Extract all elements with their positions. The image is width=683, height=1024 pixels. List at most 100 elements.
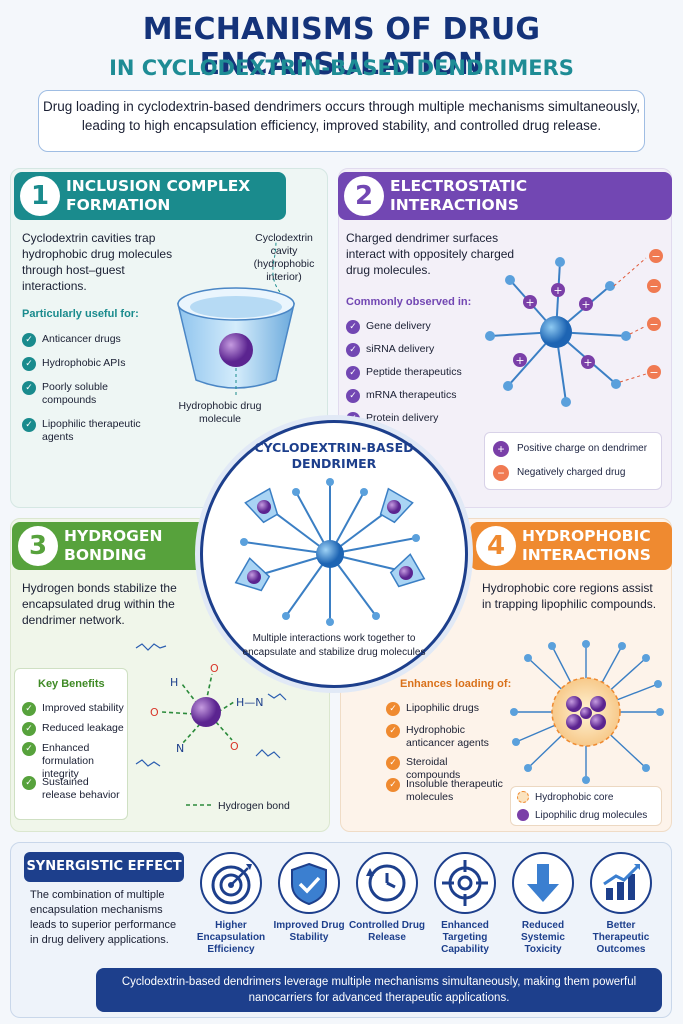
svg-text:−: − [649, 318, 658, 331]
hydrophobic-core-icon [510, 640, 664, 784]
plus-icon: + [493, 441, 509, 457]
bar-chart-icon [590, 852, 652, 914]
drug-swatch-icon [517, 809, 529, 821]
core-swatch-icon [517, 791, 529, 803]
panel2-item: ✓siRNA delivery [346, 343, 476, 357]
hn-atom-label: H—N [236, 696, 264, 709]
crosshair-icon [434, 852, 496, 914]
panel4-item: ✓Steroidal compounds [386, 756, 504, 782]
panel1-title-line2: FORMATION [66, 196, 171, 214]
hydrogen-bond-legend-line [186, 804, 212, 806]
svg-text:−: − [649, 280, 658, 293]
panel2-item: ✓mRNA therapeutics [346, 389, 476, 403]
hydrogen-bond-icon: H O H—N O N O [135, 639, 287, 767]
benefit-label: Improved Drug Stability [273, 920, 345, 943]
svg-text:+: + [553, 284, 562, 297]
page-title: MECHANISMS OF DRUG ENCAPSULATION [142, 12, 541, 82]
target-icon [200, 852, 262, 914]
panel2-title-line2: INTERACTIONS [390, 196, 519, 214]
svg-text:+: + [525, 296, 534, 309]
benefit-label: Better Therapeutic Outcomes [592, 920, 650, 955]
o-atom-label: O [230, 740, 239, 753]
panel4-item: ✓Insoluble therapeutic molecules [386, 778, 504, 804]
panel1-title-line1: INCLUSION COMPLEX [66, 177, 251, 195]
panel3-subheading: Key Benefits [38, 678, 105, 690]
panel4-title-line1: HYDROPHOBIC [522, 527, 651, 545]
check-icon: ✓ [22, 357, 36, 371]
hydrophobic-legend: Hydrophobic core Lipophilic drug molecul… [510, 786, 662, 826]
check-icon: ✓ [22, 722, 36, 736]
check-icon: ✓ [22, 418, 36, 432]
h-atom-label: H [170, 676, 178, 689]
panel3-item: ✓Improved stability [22, 702, 126, 716]
legend-negative: Negatively charged drug [517, 467, 626, 478]
center-dendrimer-circle [200, 420, 468, 688]
check-icon: ✓ [386, 702, 400, 716]
n-atom-label: N [176, 742, 184, 755]
check-icon: ✓ [386, 756, 400, 770]
svg-text:−: − [649, 366, 658, 379]
panel2-item: ✓Gene delivery [346, 320, 476, 334]
synergy-header: SYNERGISTIC EFFECT [24, 852, 184, 882]
shield-check-icon [278, 852, 340, 914]
panel4-number: 4 [476, 526, 516, 566]
check-icon: ✓ [346, 343, 360, 357]
panel2-subheading: Commonly observed in: [346, 296, 472, 308]
check-icon: ✓ [22, 381, 36, 395]
panel2-number: 2 [344, 176, 384, 216]
dendrimer-illustration-icon [234, 478, 426, 626]
panel3-item: ✓Sustained release behavior [22, 776, 126, 802]
cyclodextrin-cup-icon [177, 240, 295, 398]
electrostatic-legend: + Positive charge on dendrimer − Negativ… [484, 432, 662, 490]
panel4-body: Hydrophobic core regions assist in trapp… [482, 581, 657, 611]
hydrogen-bond-legend: Hydrogen bond [218, 800, 290, 812]
panel3-title-line1: HYDROGEN [64, 527, 163, 545]
center-caption: Multiple interactions work together to e… [242, 633, 426, 658]
check-icon: ✓ [386, 724, 400, 738]
panel2-title-line1: ELECTROSTATIC [390, 177, 528, 195]
benefit-label: Reduced Systemic Toxicity [521, 920, 565, 955]
panel1-number: 1 [20, 176, 60, 216]
check-icon: ✓ [22, 776, 36, 790]
check-icon: ✓ [22, 702, 36, 716]
synergy-text: The combination of multiple encapsulatio… [30, 889, 177, 946]
panel2-item: ✓Peptide therapeutics [346, 366, 476, 380]
benefit-label: Enhanced Targeting Capability [441, 920, 489, 955]
panel3-item: ✓Enhanced formulation integrity [22, 742, 126, 781]
legend-core: Hydrophobic core [535, 792, 614, 803]
panel4-title-line2: INTERACTIONS [522, 546, 651, 564]
svg-text:−: − [651, 250, 660, 263]
panel3-body: Hydrogen bonds stabilize the encapsulate… [22, 581, 177, 627]
page-subtitle: IN CYCLODEXTRIN-BASED DENDRIMERS [109, 56, 574, 80]
panel3-number: 3 [18, 526, 58, 566]
panel4-item: ✓Lipophilic drugs [386, 702, 504, 716]
check-icon: ✓ [22, 742, 36, 756]
o-atom-label: O [150, 706, 159, 719]
svg-text:+: + [583, 356, 592, 369]
check-icon: ✓ [346, 389, 360, 403]
panel1-item: ✓Anticancer drugs [22, 333, 162, 347]
panel4-subheading: Enhances loading of: [400, 678, 512, 690]
panel1-item: ✓Poorly soluble compounds [22, 381, 132, 407]
panel1-item: ✓Lipophilic therapeutic agents [22, 418, 162, 444]
check-icon: ✓ [22, 333, 36, 347]
legend-positive: Positive charge on dendrimer [517, 443, 648, 454]
charged-dendrimer-icon: +++++ −−−− [485, 249, 663, 407]
panel2-body: Charged dendrimer surfaces interact with… [346, 231, 515, 277]
check-icon: ✓ [346, 320, 360, 334]
svg-text:+: + [515, 354, 524, 367]
panel1-item: ✓Hydrophobic APIs [22, 357, 162, 371]
down-arrow-icon [512, 852, 574, 914]
legend-drug: Lipophilic drug molecules [535, 810, 648, 821]
benefit-label: Higher Encapsulation Efficiency [196, 920, 266, 955]
panel4-item: ✓Hydrophobic anticancer agents [386, 724, 504, 750]
minus-icon: − [493, 465, 509, 481]
benefit-label: Controlled Drug Release [348, 920, 426, 943]
check-icon: ✓ [346, 366, 360, 380]
intro-box: Drug loading in cyclodextrin-based dendr… [38, 90, 645, 152]
